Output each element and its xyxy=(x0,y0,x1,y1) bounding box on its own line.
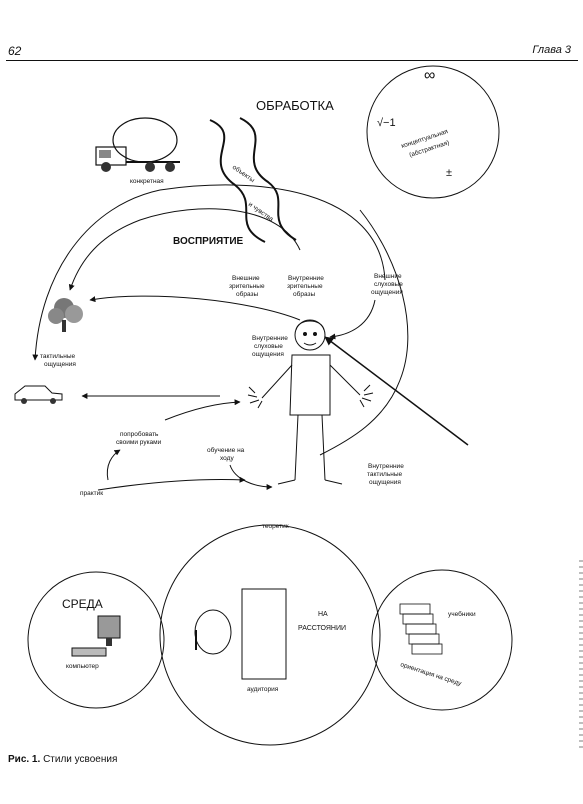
arrow-learn-go xyxy=(229,464,273,490)
svg-text:Внутренние: Внутренние xyxy=(288,275,324,282)
theorist-circle: НА РАССТОЯНИИ аудитория xyxy=(159,524,381,746)
internal-auditory-label: Внутренние слуховые ощущения xyxy=(252,335,288,358)
conceptual-circle: ∞ √−1 ± концептуальная (абстрактная) xyxy=(366,65,500,199)
objects-feelings-river: объекты и чувства xyxy=(209,117,297,243)
arrow-practitioner-up xyxy=(106,449,121,481)
svg-text:тактильные: тактильные xyxy=(367,471,402,478)
learn-on-go-label: обучение на ходу xyxy=(207,446,245,462)
sqrt-symbol: √−1 xyxy=(377,117,396,129)
svg-text:Внутренние: Внутренние xyxy=(368,463,404,470)
svg-text:слуховые: слуховые xyxy=(254,343,283,350)
svg-text:ходу: ходу xyxy=(220,455,234,462)
textbooks-label: учебники xyxy=(448,610,476,618)
arc-down-left xyxy=(89,295,301,321)
caption-prefix: Рис. 1. xyxy=(8,754,41,765)
car-icon xyxy=(14,385,63,404)
svg-text:образы: образы xyxy=(293,290,315,298)
svg-text:слуховые: слуховые xyxy=(374,281,403,288)
plusminus-symbol: ± xyxy=(446,167,452,179)
try-hands-label: попробовать своими руками xyxy=(116,430,162,446)
arc-outer xyxy=(32,184,386,361)
arrow-practitioner xyxy=(97,476,246,491)
external-visual-label: Внешние зрительные образы xyxy=(229,275,265,298)
svg-text:ощущения: ощущения xyxy=(252,351,284,358)
svg-text:своими руками: своими руками xyxy=(116,439,162,446)
arc-inner xyxy=(68,208,301,291)
arrow-hands xyxy=(164,399,241,421)
svg-text:ощущения: ощущения xyxy=(369,479,401,486)
tree-icon xyxy=(48,298,83,332)
feelings-label: и чувства xyxy=(247,201,275,223)
textbooks-circle: учебники ориентация на среду xyxy=(371,569,513,711)
processing-title: ОБРАБОТКА xyxy=(256,98,334,113)
arrow-to-head xyxy=(324,336,469,446)
svg-text:зрительные: зрительные xyxy=(287,283,323,290)
svg-text:Внутренние: Внутренние xyxy=(252,335,288,342)
header-rule xyxy=(6,60,578,61)
arrow-ear xyxy=(329,299,376,340)
caption-text: Стили усвоения xyxy=(43,754,118,765)
svg-text:попробовать: попробовать xyxy=(120,430,159,438)
infinity-symbol: ∞ xyxy=(424,67,435,84)
practitioner-label: практик xyxy=(80,490,103,497)
tactile-label-1: тактильные xyxy=(40,353,75,360)
person-figure xyxy=(247,319,374,485)
external-auditory-label: Внешние слуховые ощущения xyxy=(371,273,403,296)
auditorium-label: аудитория xyxy=(247,686,279,693)
internal-visual-label: Внутренние зрительные образы xyxy=(287,275,324,298)
page-number: 62 xyxy=(8,44,22,58)
svg-text:ощущения: ощущения xyxy=(371,289,403,296)
objects-label: объекты xyxy=(231,163,257,184)
arc-right xyxy=(319,209,409,456)
svg-text:зрительные: зрительные xyxy=(229,283,265,290)
tactile-label-2: ощущения xyxy=(44,361,76,368)
svg-text:Внешние: Внешние xyxy=(232,275,260,282)
figure-caption: Рис. 1. Стили усвоения xyxy=(8,754,117,765)
chapter-title: Глава 3 xyxy=(532,44,571,56)
orientation-label: ориентация на среду xyxy=(399,661,462,688)
perception-title: ВОСПРИЯТИЕ xyxy=(173,236,244,247)
truck-icon xyxy=(95,117,180,172)
theorist-label: теоретик xyxy=(262,523,289,530)
internal-tactile-label: Внутренние тактильные ощущения xyxy=(367,463,404,486)
svg-text:Внешние: Внешние xyxy=(374,273,402,280)
computer-label: компьютер xyxy=(66,663,99,670)
distance-label-2: РАССТОЯНИИ xyxy=(298,625,346,632)
svg-text:образы: образы xyxy=(236,290,258,298)
concrete-label: конкретная xyxy=(130,178,164,185)
environment-title: СРЕДА xyxy=(62,597,103,611)
scan-edge-marks xyxy=(579,560,583,750)
svg-text:обучение на: обучение на xyxy=(207,446,245,454)
environment-circle: СРЕДА компьютер xyxy=(27,571,165,709)
distance-label-1: НА xyxy=(318,611,328,618)
